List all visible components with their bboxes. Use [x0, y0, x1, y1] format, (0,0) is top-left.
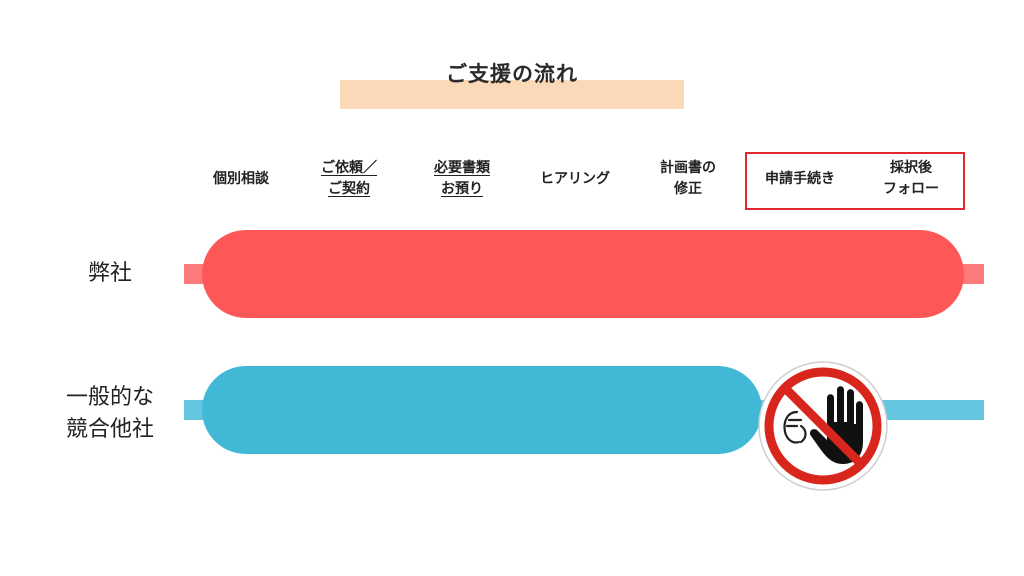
ours-coverage-bar [202, 230, 964, 318]
row-label-line2: 競合他社 [65, 417, 154, 442]
step-application: 申請手続き [745, 169, 855, 190]
step-request-contract: ご依頼／ ご契約 [294, 158, 404, 200]
step-label-line1: 採択後 [890, 160, 932, 176]
step-label-line2: ご契約 [328, 181, 370, 197]
step-label-line1: 必要書類 [434, 160, 490, 176]
competitors-coverage-bar [202, 366, 762, 454]
stop-hand-icon [758, 361, 888, 491]
row-label-competitors: 一般的な 競合他社 [40, 382, 180, 446]
row-label-ours: 弊社 [40, 258, 180, 290]
step-label-line1: ご依頼／ [321, 160, 377, 176]
row-label-line1: 一般的な [65, 385, 154, 410]
step-post-adoption-follow: 採択後 フォロー [856, 158, 966, 200]
step-label-line2: お預り [441, 181, 483, 197]
step-label-line2: フォロー [883, 181, 939, 197]
title-highlight-band [340, 80, 684, 109]
step-label: 個別相談 [213, 171, 269, 187]
step-label-line1: 計画書の [660, 160, 716, 176]
step-label-line2: 修正 [674, 181, 702, 197]
step-documents: 必要書類 お預り [407, 158, 517, 200]
step-label: ヒアリング [540, 171, 610, 187]
exclusive-steps-highlight [745, 152, 965, 210]
step-label: 申請手続き [765, 171, 835, 187]
step-individual-consultation: 個別相談 [186, 169, 296, 190]
step-hearing: ヒアリング [520, 169, 630, 190]
page-title: ご支援の流れ [446, 62, 578, 86]
row-label-text: 弊社 [87, 261, 132, 286]
step-plan-revision: 計画書の 修正 [633, 158, 743, 200]
